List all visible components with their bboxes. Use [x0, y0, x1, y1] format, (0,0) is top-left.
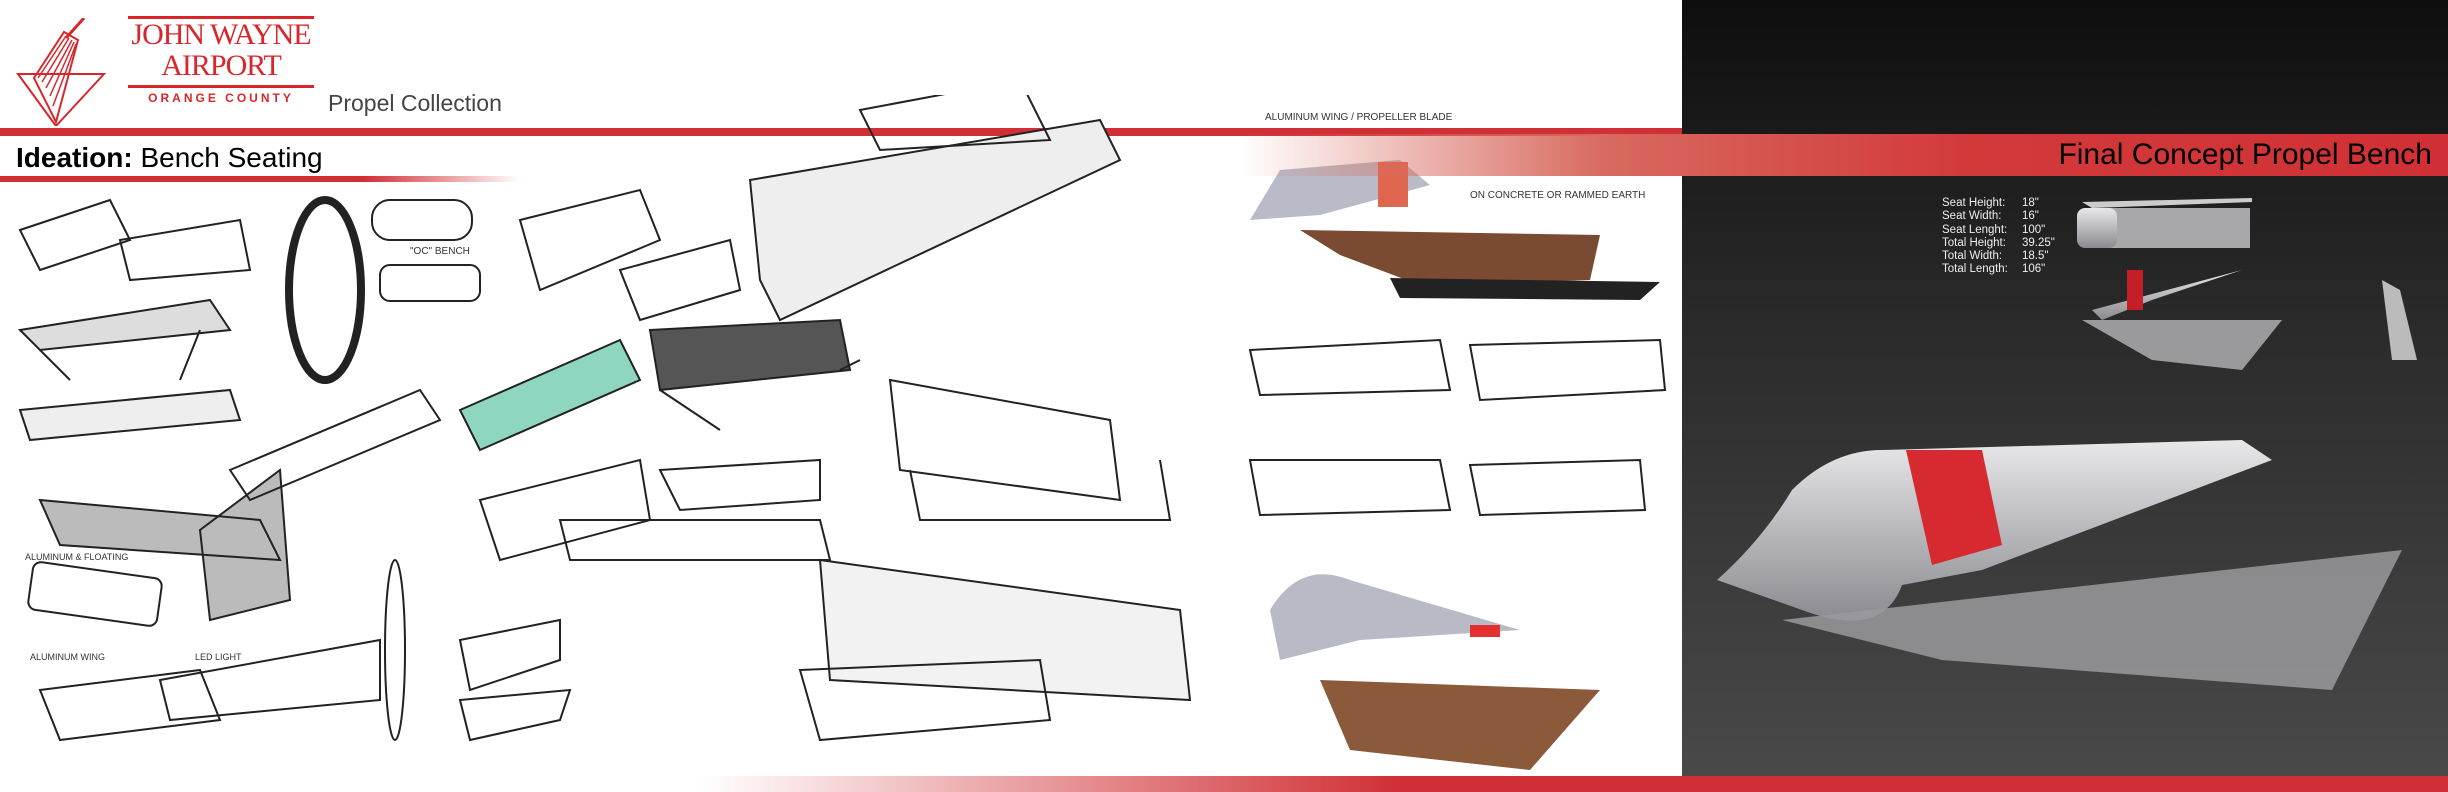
render-base [1320, 680, 1600, 770]
annotation-oc-bench: "OC" BENCH [410, 246, 470, 257]
sketch-panel [27, 561, 163, 627]
spec-value: 106" [2022, 263, 2046, 276]
sketch-bench [648, 318, 861, 431]
bench-sketches [17, 95, 1192, 742]
sketch-bench [17, 298, 232, 381]
orthographic-side [2092, 270, 2242, 320]
specifications-list: Seat Height: 18" Seat Width: 16" Seat Leng… [1942, 197, 2055, 277]
sketch-propeller-bench [458, 338, 642, 452]
orthographic-end [2382, 280, 2417, 360]
spec-label: Seat Lenght: [1942, 223, 2008, 236]
annotation-aluminum-floating: ALUMINUM & FLOATING [25, 552, 129, 562]
collection-name: Propel Collection [328, 90, 502, 116]
airport-logo-icon [16, 18, 106, 126]
spec-value: 16" [2022, 210, 2039, 223]
sketch-bench [18, 388, 242, 442]
john-wayne-airport-logo: JOHN WAYNE AIRPORT ORANGE COUNTY [128, 16, 314, 105]
ideation-title: Ideation: Bench Seating [16, 142, 323, 174]
logo-line-1: JOHN WAYNE [131, 18, 311, 51]
spec-row: Seat Height: 18" [1942, 197, 2055, 210]
spec-value: 18.5" [2022, 250, 2049, 263]
propel-renders [1248, 160, 1667, 770]
annotation-aluminum-wing-propeller: ALUMINUM WING / PROPELLER BLADE [1265, 112, 1453, 123]
footer-band [700, 776, 2448, 792]
sketch-bench [888, 378, 1172, 521]
spec-value: 100" [2022, 223, 2046, 236]
logo-line-3: ORANGE COUNTY [148, 91, 294, 105]
spec-row: Seat Lenght: 100" [1942, 224, 2055, 237]
render-wing [1270, 574, 1520, 660]
sketch-bench [1248, 459, 1452, 517]
sketch-bench [38, 468, 292, 622]
spec-label: Total Width: [1942, 250, 2003, 263]
ideation-subject: Bench Seating [132, 142, 323, 173]
annotation-aluminum-wing: ALUMINUM WING [30, 652, 105, 662]
sketch-bench [478, 458, 652, 562]
spec-row: Total Length: 106" [1942, 263, 2055, 276]
annotation-concrete: ON CONCRETE OR RAMMED EARTH [1470, 190, 1646, 201]
sketch-long-bench [748, 118, 1122, 322]
logo-line-2: AIRPORT [161, 49, 282, 82]
spec-row: Total Width: 18.5" [1942, 250, 2055, 263]
sketch-bench [1468, 458, 1647, 517]
render-base [1300, 230, 1600, 285]
spec-row: Total Height: 39.25" [1942, 237, 2055, 250]
sketch-modular-bench [518, 188, 742, 322]
spec-value: 39.25" [2022, 236, 2055, 249]
header-rule [0, 128, 1682, 136]
annotation-led-light: LED LIGHT [195, 652, 242, 662]
spec-row: Seat Width: 16" [1942, 210, 2055, 223]
ideation-label: Ideation: [16, 142, 133, 173]
sketch-bench [818, 558, 1192, 702]
orthographic-top [2082, 198, 2252, 208]
final-concept-title: Final Concept Propel Bench [2058, 138, 2432, 171]
final-concept-banner [1240, 134, 2448, 176]
spec-label: Seat Width: [1942, 210, 2002, 223]
title-underline [0, 176, 520, 182]
sketch-bench [1248, 338, 1452, 397]
spec-label: Total Length: [1942, 263, 2008, 276]
sketch-bench [658, 458, 821, 512]
spec-value: 18" [2022, 197, 2039, 209]
sketch-bench [1468, 338, 1667, 402]
final-bench-renders [1717, 198, 2417, 690]
spec-label: Total Height: [1942, 236, 2006, 249]
sketch-bench [18, 198, 252, 282]
spec-label: Seat Height: [1942, 197, 2006, 209]
sketch-oc-bench [285, 196, 365, 384]
